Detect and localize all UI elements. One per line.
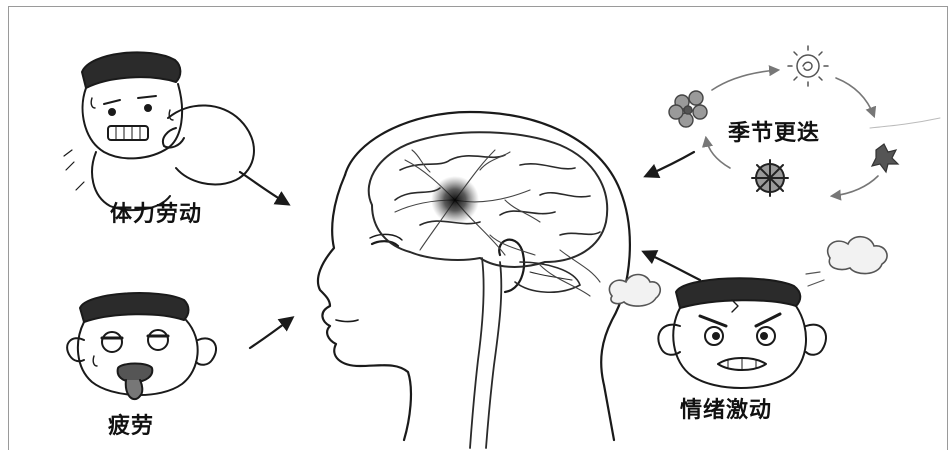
tired-man-figure [67, 293, 216, 399]
snowflake-icon [752, 160, 788, 196]
label-emotional-excitement: 情绪激动 [680, 392, 772, 424]
brain-drawing [369, 132, 607, 448]
angry-man-figure [658, 278, 826, 388]
brain-lesion-spot [431, 176, 479, 224]
laboring-man-figure [64, 52, 254, 210]
label-physical-labor: 体力劳动 [110, 196, 202, 228]
leaf-icon [872, 144, 898, 172]
flower-icon [669, 91, 707, 127]
label-season-change: 季节更迭 [728, 115, 820, 147]
sun-icon [788, 46, 828, 86]
label-fatigue: 疲劳 [108, 408, 154, 440]
